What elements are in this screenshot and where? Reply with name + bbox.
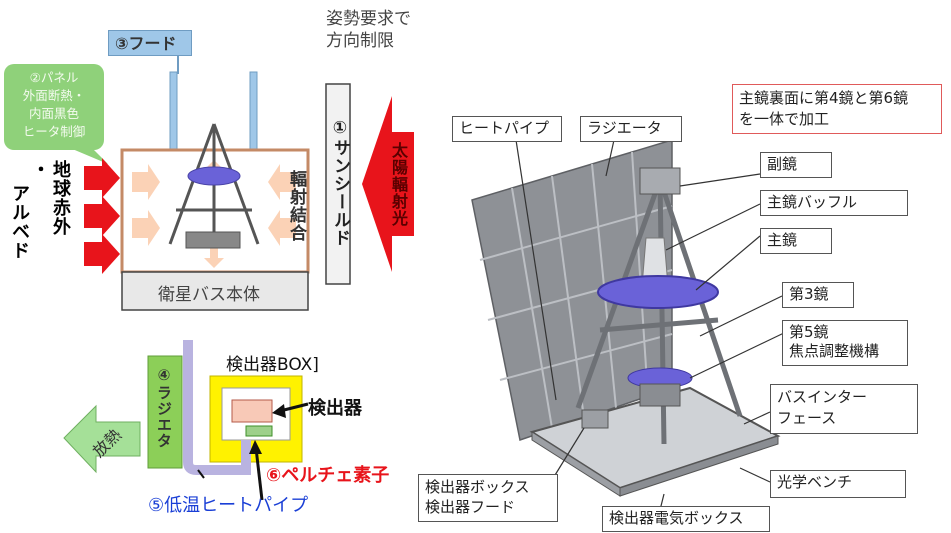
label-bus-interface: バスインター フェース [770, 384, 918, 434]
solar-radiation-text: 太陽輻射光 [389, 142, 408, 227]
label-bus-interface-line-2: フェース [777, 409, 837, 427]
label-third-mirror: 第3鏡 [782, 282, 854, 308]
detector-text: 検出器 [308, 398, 362, 419]
peltier-text: ⑥ペルチェ素子 [266, 465, 390, 486]
peltier-pointer [254, 447, 264, 501]
label-radiator: ラジエータ [580, 116, 682, 142]
panel-callout: ②パネル 外面断熱・ 内面黒色 ヒータ制御 [4, 64, 104, 150]
detector-box-render [581, 409, 609, 429]
note-box: 主鏡裏面に第4鏡と第6鏡 を一体で加工 [732, 84, 942, 134]
label-primary-baffle: 主鏡バッフル [760, 190, 908, 216]
heat-pipe-shape [183, 340, 251, 475]
label-primary-mirror: 主鏡 [760, 228, 832, 254]
earth-arrow-3 [84, 234, 120, 274]
label-optical-bench: 光学ベンチ [770, 470, 906, 498]
satellite-bus-text: 衛星バス本体 [158, 285, 260, 305]
note-line-2: を一体で加工 [739, 110, 830, 128]
leader-lines [515, 139, 787, 511]
attitude-note-line-2: 方向制限 [326, 31, 394, 51]
label-fifth-mirror: 第5鏡 焦点調整機構 [782, 320, 908, 366]
primary-mirror [597, 275, 719, 309]
earth-arrow-2 [84, 196, 120, 236]
radiator-bar [147, 355, 183, 469]
detector-pointer-head [272, 404, 286, 418]
secondary-mirror [639, 167, 681, 195]
attitude-note-line-1: 姿勢要求で [326, 9, 411, 29]
heat-rejection-arrow [63, 404, 141, 474]
panel-callout-line-4: ヒータ制御 [22, 124, 86, 139]
detector-box-text: 検出器BOX] [226, 355, 319, 375]
optical-bench-front [619, 435, 779, 497]
inner-arrow-right-1 [268, 164, 296, 200]
inner-arrow-bottom [204, 246, 224, 268]
attitude-note: 姿勢要求で 方向制限 [326, 8, 411, 52]
inner-arrow-left-2 [132, 210, 160, 246]
solar-arrow [362, 96, 414, 272]
heat-pipe-pointer [197, 469, 205, 479]
earth-arrow-1 [84, 158, 120, 198]
sunshield-panel [325, 83, 351, 285]
label-detector-hood-line: 検出器フード [425, 498, 516, 516]
sunshield-text: ①サンシールド [330, 118, 350, 247]
radiator-text: ④ラジエタ [155, 366, 173, 449]
earth-ir-text: 地球赤外 [50, 160, 71, 236]
label-detector-box-line: 検出器ボックス [425, 478, 530, 496]
heat-pipe-text: ⑤低温ヒートパイプ [148, 495, 309, 516]
label-secondary-mirror: 副鏡 [760, 152, 832, 178]
earth-ir-dot: ・ [29, 160, 50, 179]
detector-element [231, 399, 273, 423]
peltier-element [245, 425, 273, 437]
label-detector-box-hood: 検出器ボックス 検出器フード [418, 474, 558, 522]
panel-callout-tail [70, 148, 108, 164]
note-line-1: 主鏡裏面に第4鏡と第6鏡 [739, 89, 909, 107]
satellite-bus-box [121, 271, 309, 311]
peltier-pointer-head [249, 440, 262, 454]
enclosure-telescope-base [185, 231, 241, 249]
inner-arrow-left-1 [132, 164, 160, 200]
radiative-coupling-text: 輻射結合 [286, 170, 306, 242]
enclosure-mirror [187, 166, 241, 186]
label-heat-pipe: ヒートパイプ [452, 116, 562, 142]
panel-callout-line-1: ②パネル [29, 70, 79, 85]
panel-callout-line-2: 外面断熱・ [22, 88, 86, 103]
label-fifth-mirror-line-1: 第5鏡 [789, 323, 829, 341]
panel-callout-line-3: 内面黒色 [28, 106, 79, 121]
inner-arrow-right-2 [268, 210, 296, 246]
label-bus-interface-line-1: バスインター [777, 388, 868, 406]
hood-label: ③フード [108, 30, 192, 56]
label-fifth-mirror-line-2: 焦点調整機構 [789, 342, 880, 360]
label-detector-electronics-box: 検出器電気ボックス [602, 506, 770, 532]
albedo-text: アルベド [9, 184, 30, 260]
focus-mechanism [639, 383, 681, 407]
